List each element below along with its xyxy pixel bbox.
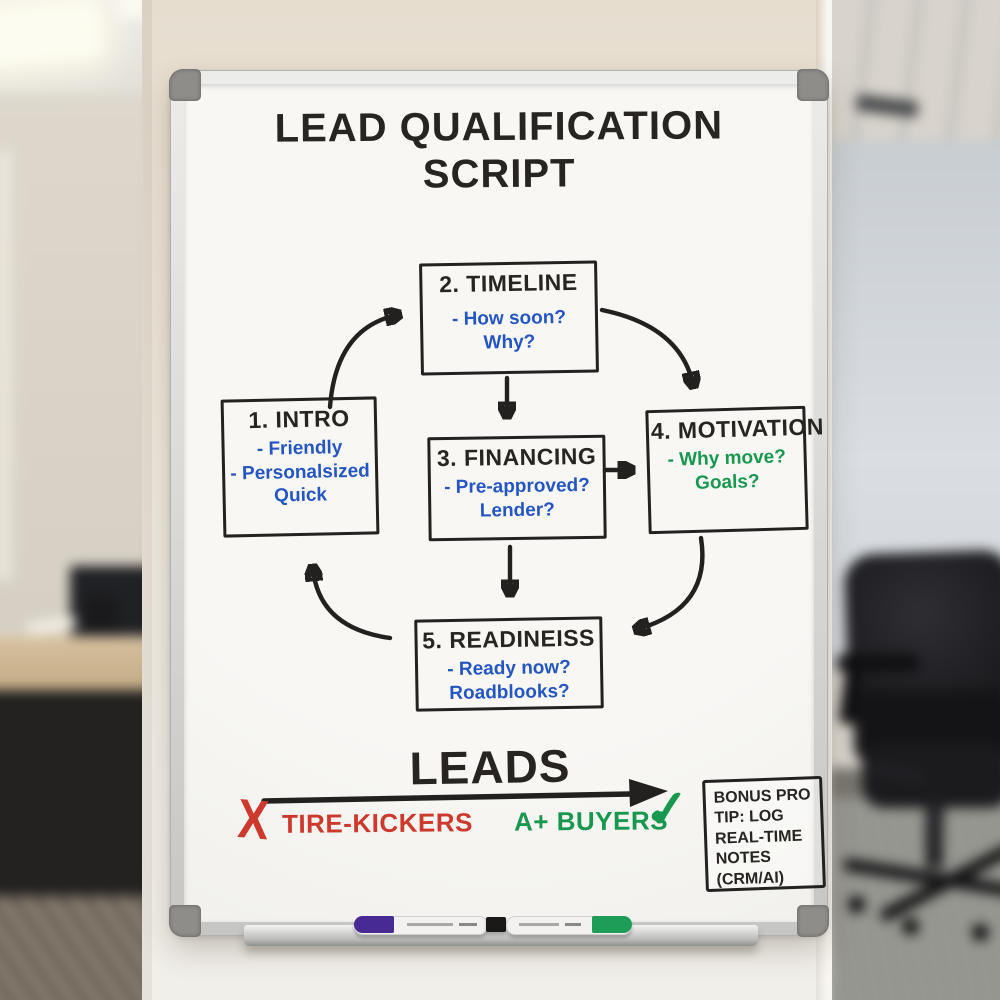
whiteboard-content: LEAD QUALIFICATION SCRIPT 1. INTRO - Fri… xyxy=(184,84,826,922)
ceiling-tiles-right xyxy=(828,0,1000,148)
flow-box-timeline: 2. TIMELINE - How soon? Why? xyxy=(419,260,599,376)
accept-check-icon: ✓ xyxy=(644,779,692,841)
flow-box-motivation: 4. MOTIVATION - Why move? Goals? xyxy=(645,405,825,535)
leads-label: LEADS xyxy=(409,739,571,795)
marker-label xyxy=(565,923,581,926)
board-title-line: LEAD QUALIFICATION xyxy=(274,103,724,151)
reject-x-icon: X xyxy=(236,786,271,852)
chair-caster xyxy=(848,896,865,913)
office-chair-seat xyxy=(862,744,1000,808)
arrow-timeline-to-motivation xyxy=(599,307,693,384)
whiteboard-surface xyxy=(184,84,814,922)
marker-green xyxy=(506,916,632,935)
flow-box-intro: 1. INTRO - Friendly - Personalsized Quic… xyxy=(220,396,380,538)
flow-box-heading: 3. FINANCING xyxy=(436,442,597,472)
marker-cap xyxy=(354,916,394,933)
office-chair-backrest xyxy=(843,549,1000,707)
bonus-tip-line: (CRM/AI) xyxy=(716,869,785,889)
flow-box-line: Why? xyxy=(483,331,536,353)
bonus-tip-line: BONUS PRO xyxy=(713,786,811,807)
marker-label xyxy=(407,923,453,926)
flow-box-line: Quick xyxy=(273,484,328,507)
flow-box-financing: 3. FINANCING - Pre-approved? Lender? xyxy=(427,434,607,542)
flow-box-line: - Why move? xyxy=(667,446,787,471)
office-chair-armrest xyxy=(836,654,920,672)
flow-box-heading: 2. TIMELINE xyxy=(438,268,578,298)
marker-cap xyxy=(592,916,632,933)
flow-box-readiness: 5. READINEISS - Ready now? Roadblooks? xyxy=(414,616,604,712)
flow-box-line: - Friendly xyxy=(256,437,343,460)
arrow-intro-to-timeline xyxy=(327,315,397,410)
flow-box-line: - Ready now? xyxy=(447,656,572,681)
flow-arrows xyxy=(261,84,705,807)
bonus-tip-box: BONUS PRO TIP: LOG REAL-TIME NOTES (CRM/… xyxy=(702,775,826,893)
flow-box-heading: 4. MOTIVATION xyxy=(650,413,825,445)
door-frame xyxy=(0,150,12,580)
flow-box-line: Roadblooks? xyxy=(449,680,570,704)
frame-corner-cap xyxy=(797,905,829,937)
pen-cup xyxy=(84,596,118,642)
chair-caster xyxy=(902,918,919,935)
marker-label xyxy=(459,923,477,926)
arrow-readiness-to-intro xyxy=(313,569,393,641)
flow-box-line: Goals? xyxy=(694,470,760,494)
flow-box-line: Lender? xyxy=(479,499,555,522)
frame-corner-cap xyxy=(169,905,201,937)
flow-box-line: - Personalsized xyxy=(230,460,370,485)
marker-purple xyxy=(354,916,488,935)
marker-black xyxy=(486,917,506,932)
leads-arrow-line xyxy=(261,791,634,804)
board-title-line: SCRIPT xyxy=(422,151,576,197)
flow-box-heading: 1. INTRO xyxy=(248,404,350,434)
marker-label xyxy=(519,923,559,926)
flow-box-heading: 5. READINEISS xyxy=(422,624,596,654)
leads-arrowhead xyxy=(629,779,668,807)
chair-caster xyxy=(972,924,989,941)
ceiling-light xyxy=(0,2,103,68)
reject-label: TIRE-KICKERS xyxy=(281,807,474,839)
arrow-motivation-to-readiness xyxy=(638,535,705,629)
board-title: LEAD QUALIFICATION SCRIPT xyxy=(184,102,815,201)
flow-box-line: - Pre-approved? xyxy=(443,474,590,499)
frame-corner-cap xyxy=(169,69,201,101)
flow-box-line: - How soon? xyxy=(451,307,567,330)
office-chair-stem xyxy=(926,798,943,868)
whiteboard: LEAD QUALIFICATION SCRIPT 1. INTRO - Fri… xyxy=(169,69,829,937)
frame-corner-cap xyxy=(797,69,829,101)
